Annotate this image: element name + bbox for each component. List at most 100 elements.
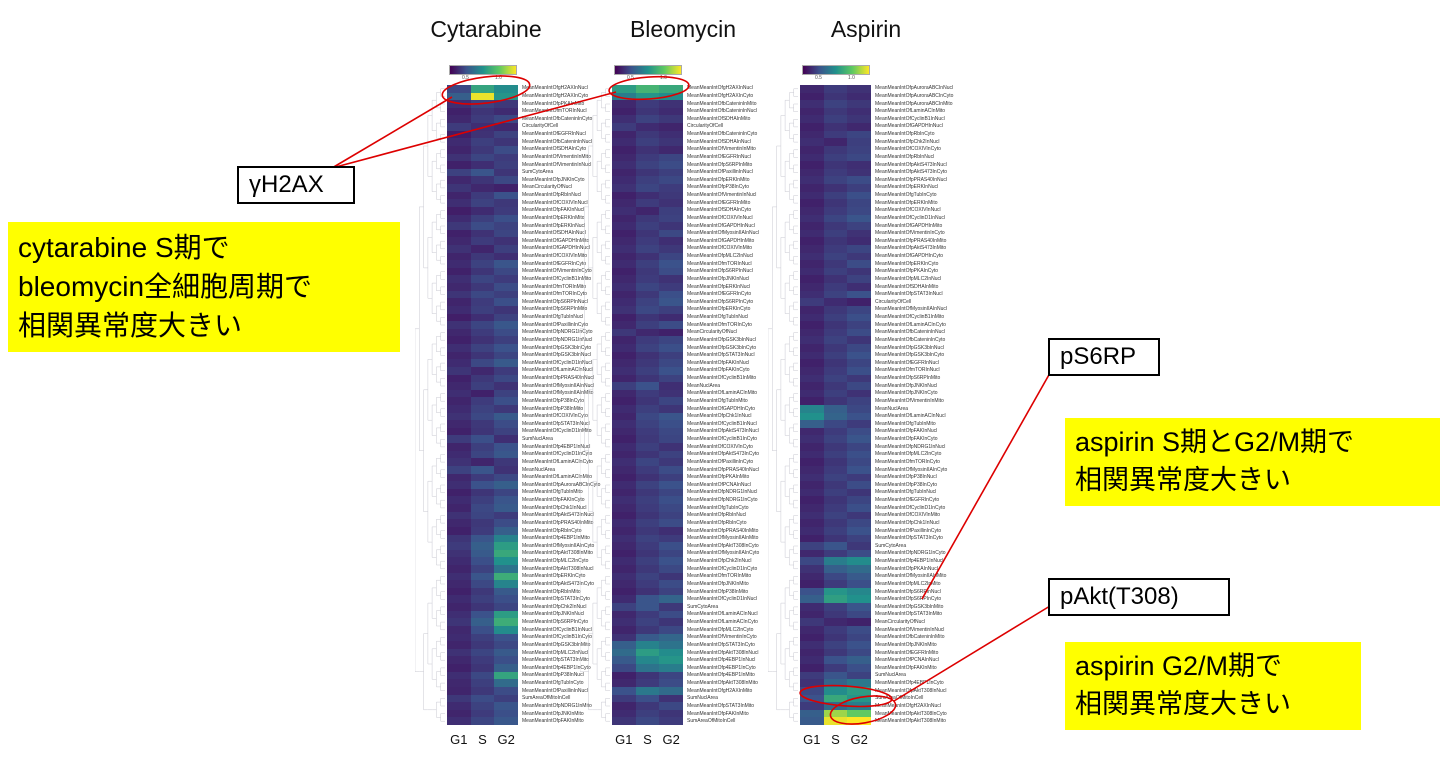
dendrogram-branch [436, 427, 441, 444]
heatmap-cell [612, 283, 636, 291]
heatmap-cell [847, 222, 871, 230]
heatmap-cell [470, 305, 495, 314]
heatmap-cell [470, 679, 495, 687]
row-label: MeanMeanIntOfCyclinD1InCyto [522, 451, 593, 458]
dendrogram-branch [601, 671, 606, 688]
heatmap-cell [470, 526, 495, 535]
heatmap-cell [447, 458, 471, 466]
x-axis-label: G2 [850, 732, 868, 747]
heatmap-cell [635, 435, 660, 444]
heatmap-cell [823, 161, 848, 169]
row-label: MeanMeanIntOfpP38InCyto [875, 481, 937, 488]
heatmap-cell [847, 709, 871, 718]
heatmap-cell [470, 138, 495, 146]
row-label: MeanMeanIntOfpAuroraABCInCyto [875, 92, 954, 99]
heatmap-cell [659, 359, 683, 367]
dendrogram-branch [423, 633, 428, 711]
heatmap-cell [447, 519, 471, 527]
heatmap-cell [612, 557, 636, 565]
heatmap-cell [612, 153, 636, 162]
row-label: MeanMeanIntOfGAPDHInMito [522, 237, 590, 244]
heatmap-cell [823, 336, 848, 345]
heatmap-cell [494, 176, 518, 185]
row-label: MeanMeanIntOfpP38InMito [522, 405, 584, 412]
heatmap-cell [447, 648, 471, 657]
heatmap-cell [659, 336, 683, 345]
row-label: MeanMeanIntOfPaxillinInCyto [687, 458, 754, 465]
row-label: MeanMeanIntOfCyclinB1InMito [687, 375, 757, 382]
dendrogram-branch [605, 698, 610, 707]
heatmap-cell [470, 237, 495, 245]
heatmap-cell [494, 267, 518, 276]
heatmap-cell [823, 138, 848, 146]
heatmap-cell [635, 382, 660, 390]
heatmap-cell [494, 580, 518, 588]
heatmap-cell [635, 511, 660, 520]
dendrogram-branch [440, 499, 445, 509]
colorbar-tick: 0.5 [462, 75, 469, 81]
dendrogram-branch [440, 164, 445, 173]
heatmap-cell [494, 587, 518, 596]
heatmap-cell [823, 290, 848, 299]
row-label: MeanMeanIntOfp4EBP1InMito [687, 672, 755, 679]
dendrogram-branch [596, 343, 602, 375]
dendrogram-branch [793, 378, 798, 387]
heatmap-cell [494, 511, 518, 520]
heatmap-cell [447, 298, 471, 306]
heatmap-cell [800, 618, 824, 626]
heatmap-cell [659, 641, 683, 649]
dendrogram-branch [789, 183, 794, 200]
x-axis-label: S [643, 732, 652, 747]
row-label: MeanMeanIntOfMyosinIIAInCyto [522, 542, 595, 549]
heatmap-cell [612, 664, 636, 672]
row-label: MeanMeanIntOfCyclinD1InNucl [522, 359, 593, 366]
dendrogram-branch [784, 221, 790, 253]
heatmap-cell [470, 176, 495, 185]
heatmap-cell [494, 679, 518, 687]
dendrogram-branch [793, 637, 798, 646]
row-label: MeanMeanIntOfCOXIVInNucl [687, 214, 753, 221]
heatmap-cell [635, 473, 660, 482]
heatmap-cell [823, 625, 848, 634]
dendrogram-branch [605, 621, 610, 631]
heatmap-cell [470, 153, 495, 162]
heatmap-cell [612, 488, 636, 497]
heatmap-cell [470, 260, 495, 268]
heatmap-cell [800, 504, 824, 512]
heatmap-cell [612, 641, 636, 649]
row-label: MeanMeanIntOfp4EBP1InMito [522, 535, 590, 542]
heatmap-cell [470, 610, 495, 619]
heatmap-cell [447, 382, 471, 390]
heatmap-cell [823, 603, 848, 611]
dendrogram-branch [793, 423, 798, 432]
heatmap-cell [659, 420, 683, 428]
row-label: MeanMeanIntOfGAPDHInNucl [522, 245, 590, 252]
row-label: MeanMeanIntOfmTORInCyto [875, 458, 940, 465]
heatmap-cell [823, 702, 848, 710]
row-label: MeanMeanIntOfpChk1InNucl [687, 413, 752, 420]
heatmap-cell [800, 648, 824, 657]
heatmap-cell [659, 694, 683, 703]
heatmap-cell [635, 641, 660, 649]
heatmap-cell [847, 359, 871, 367]
heatmap-cell [847, 366, 871, 375]
row-label: MeanMeanIntOfCyclinB1InNucl [522, 626, 592, 633]
dendrogram-branch [440, 286, 445, 295]
row-label: MeanMeanIntOfSDHAInCyto [687, 207, 752, 214]
dendrogram-branch [793, 515, 798, 524]
dendrogram-branch [596, 282, 602, 314]
heatmap-cell [470, 382, 495, 390]
dendrogram-branch [789, 244, 794, 261]
heatmap-cell [800, 176, 824, 185]
heatmap-cell [447, 633, 471, 642]
heatmap-cell [659, 321, 683, 329]
heatmap-cell [823, 389, 848, 398]
heatmap-cell [659, 595, 683, 604]
dendrogram-branch [440, 256, 445, 265]
row-label: MeanMeanIntOfpERKInNucl [687, 283, 751, 290]
heatmap-cell [823, 222, 848, 230]
heatmap-cell [635, 359, 660, 367]
dendrogram-branch [436, 122, 441, 139]
heatmap-cell [635, 405, 660, 413]
